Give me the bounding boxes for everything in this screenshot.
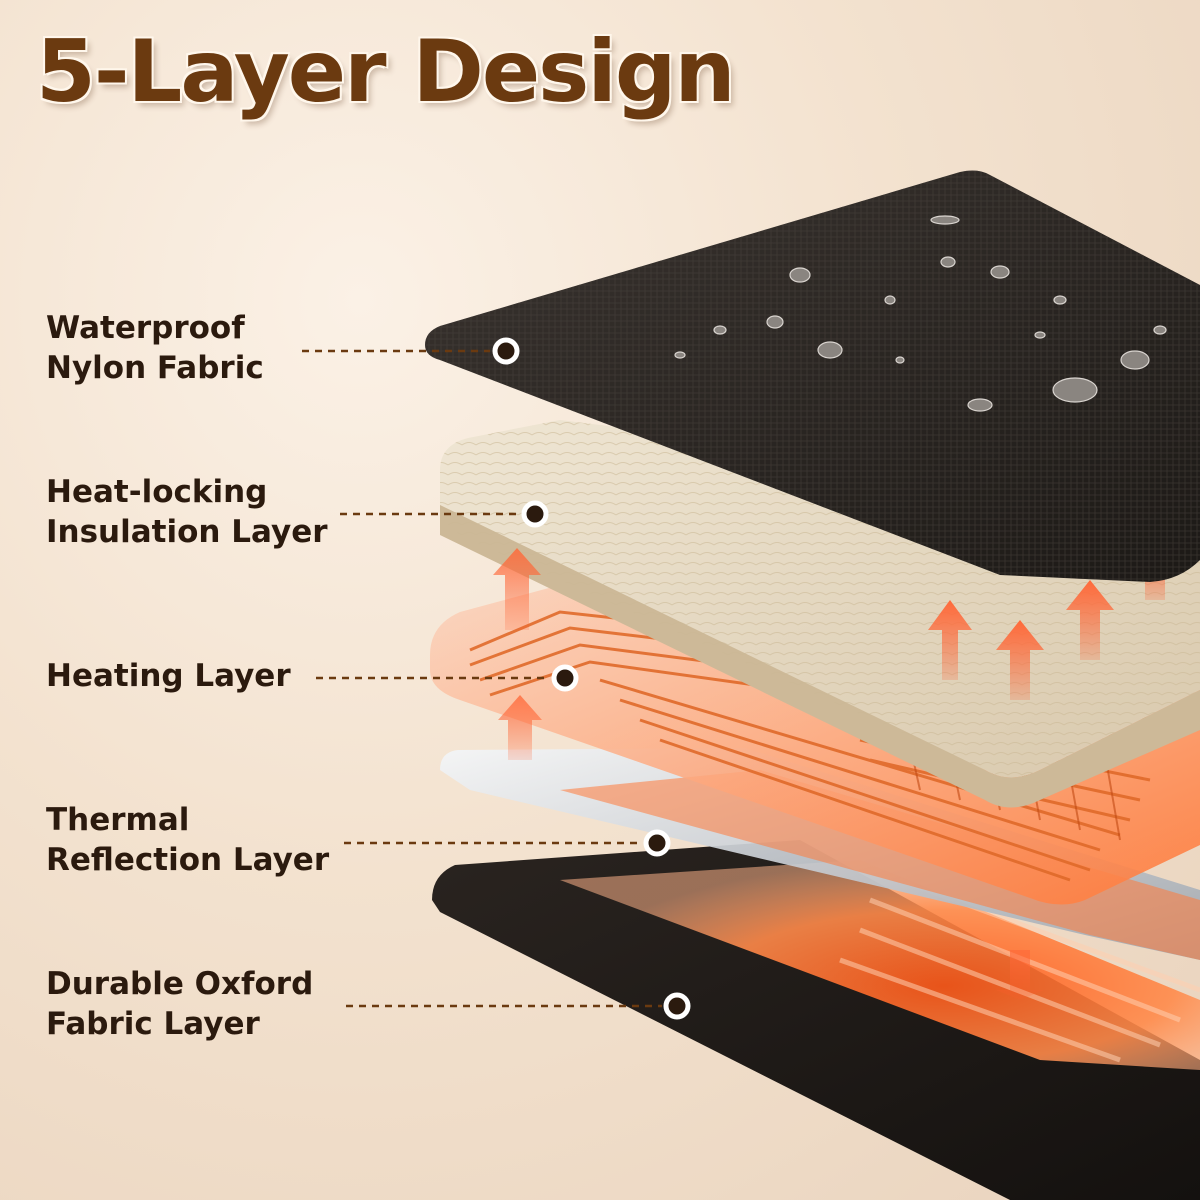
layer-label-line2: Fabric Layer (46, 1006, 260, 1042)
leader-dot (643, 829, 671, 857)
layer-label-line1: Heating Layer (46, 658, 291, 694)
layer-label-line1: Thermal (46, 802, 190, 838)
leader-lines (302, 349, 662, 1008)
reflection-glow (560, 770, 1200, 960)
leader-dot (492, 337, 520, 365)
layer-label-oxford: Durable Oxford Fabric Layer (46, 964, 313, 1044)
page-title: 5-Layer Design (36, 22, 736, 122)
layer-label-thermal-reflection: Thermal Reflection Layer (46, 800, 329, 880)
layer-label-waterproof-nylon: Waterproof Nylon Fabric (46, 308, 264, 388)
layer-label-heating: Heating Layer (46, 656, 291, 696)
layer-label-line1: Heat-locking (46, 474, 268, 510)
oxford-fabric-layer (432, 840, 1200, 1200)
layer-label-line2: Reflection Layer (46, 842, 330, 878)
heat-glow (560, 860, 1200, 1070)
leader-dot (521, 500, 549, 528)
layer-label-line1: Durable Oxford (46, 966, 314, 1002)
layer-label-line2: Nylon Fabric (46, 350, 264, 386)
layer-label-insulation: Heat-locking Insulation Layer (46, 472, 328, 552)
water-droplets (674, 215, 1167, 412)
layer-label-line1: Waterproof (46, 310, 245, 346)
layer-label-line2: Insulation Layer (46, 514, 328, 550)
leader-dots (492, 337, 691, 1020)
leader-dot (551, 664, 579, 692)
leader-dot (663, 992, 691, 1020)
